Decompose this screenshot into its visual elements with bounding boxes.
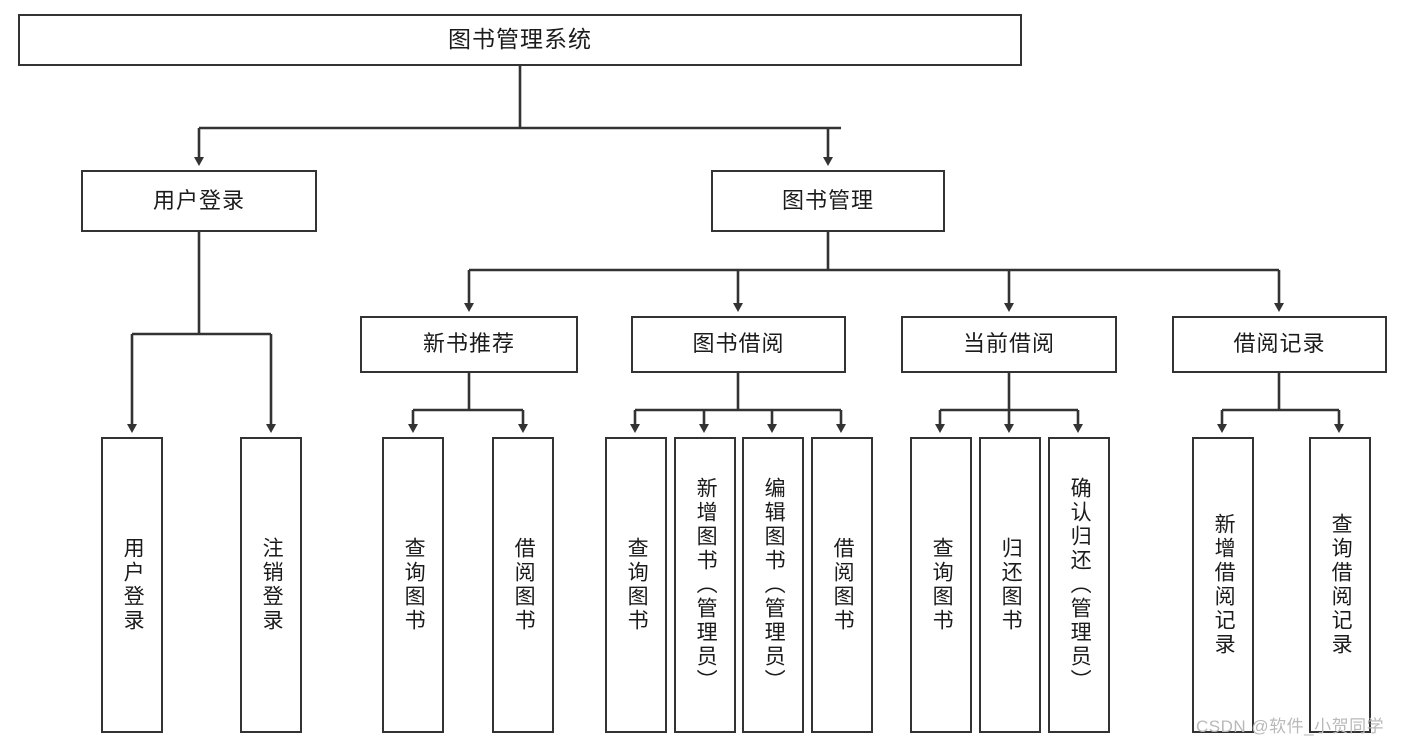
node-book-manage[interactable]: 图书管理	[711, 170, 945, 232]
leaf-query-book-borrow[interactable]: 查询图书	[605, 437, 667, 733]
node-new-book-recommend[interactable]: 新书推荐	[360, 316, 578, 373]
leaf-query-book-new-recommend[interactable]: 查询图书	[382, 437, 444, 733]
leaf-add-borrow-record[interactable]: 新增借阅记录	[1192, 437, 1254, 733]
node-user-login[interactable]: 用户登录	[81, 170, 317, 232]
leaf-borrow-book-new-recommend[interactable]: 借阅图书	[492, 437, 554, 733]
leaf-query-book-current[interactable]: 查询图书	[910, 437, 972, 733]
leaf-return-book[interactable]: 归还图书	[979, 437, 1041, 733]
leaf-borrow-book[interactable]: 借阅图书	[811, 437, 873, 733]
node-book-borrow[interactable]: 图书借阅	[631, 316, 846, 373]
leaf-user-logout[interactable]: 注销登录	[240, 437, 302, 733]
leaf-confirm-return-admin[interactable]: 确认归还（管理员）	[1048, 437, 1110, 733]
leaf-edit-book-admin[interactable]: 编辑图书（管理员）	[742, 437, 804, 733]
leaf-add-book-admin[interactable]: 新增图书（管理员）	[674, 437, 736, 733]
leaf-query-borrow-record[interactable]: 查询借阅记录	[1309, 437, 1371, 733]
node-root-book-management-system[interactable]: 图书管理系统	[18, 14, 1022, 66]
leaf-user-login[interactable]: 用户登录	[101, 437, 163, 733]
node-borrow-record[interactable]: 借阅记录	[1172, 316, 1387, 373]
node-current-borrow[interactable]: 当前借阅	[901, 316, 1117, 373]
csdn-watermark: CSDN @软件_小贺同学	[1196, 717, 1385, 736]
